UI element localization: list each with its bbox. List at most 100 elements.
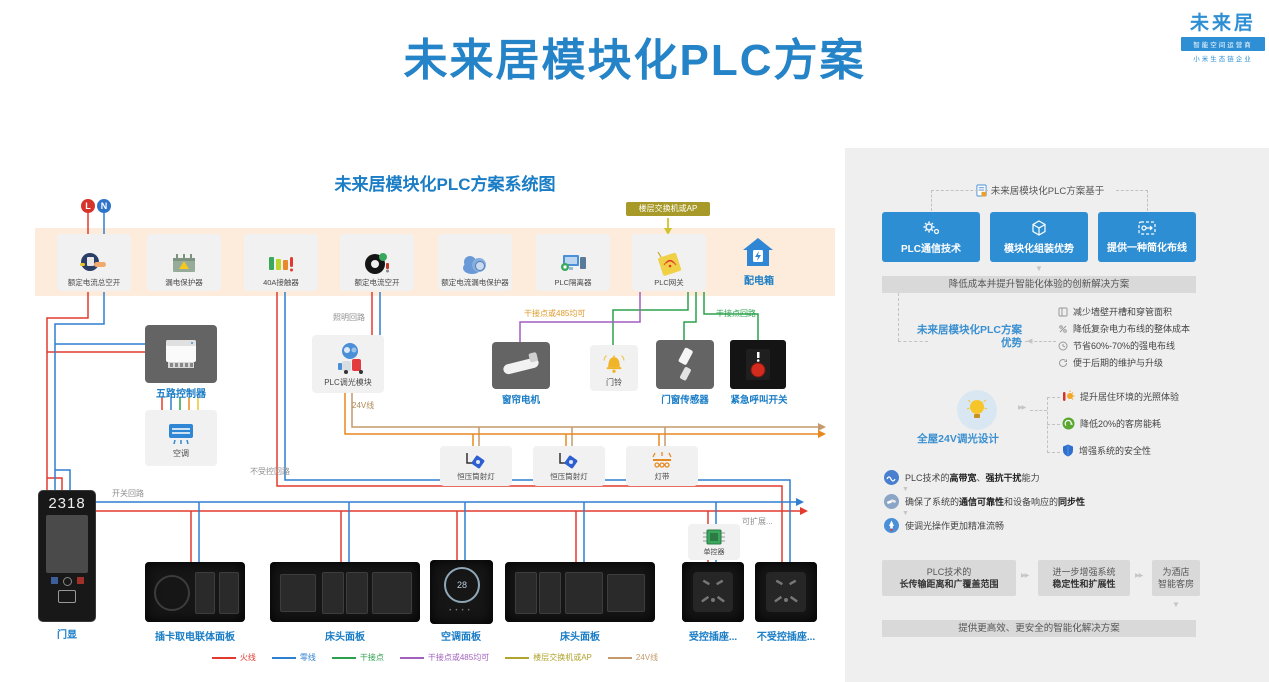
- shield-icon: [1063, 444, 1073, 457]
- plc-dimmer-module: PLC调光模块: [312, 335, 384, 393]
- uncontrolled-loop-label: 不受控回路: [250, 467, 290, 476]
- curtain-motor-label: 窗帘电机: [501, 395, 540, 406]
- device-plc-gateway: PLC网关: [632, 234, 706, 291]
- uncontrolled-socket-label: 不受控插座...: [756, 632, 816, 643]
- light-strip-icon: [652, 451, 672, 468]
- plc-point: PLC技术的高带宽、强抗干扰能力: [884, 470, 1040, 485]
- bedside-panel-1: [270, 562, 420, 622]
- diagram-title: 未来居模块化PLC方案系统图: [334, 175, 556, 194]
- door-display-label: 门显: [57, 630, 77, 641]
- dimming-title: 全屋24V调光设计: [917, 433, 999, 445]
- flow-box-2: 进一步增强系统稳定性和扩展性: [1038, 560, 1130, 596]
- device-plc-isolator: PLC隔离器: [536, 234, 610, 291]
- downlight-icon: [559, 452, 578, 468]
- card-power-panel-label: 插卡取电联体面板: [155, 632, 235, 643]
- dimming-item: 降低20%的客房能耗: [1062, 417, 1161, 430]
- distribution-box-icon: [740, 236, 776, 273]
- plc-point: 使调光操作更加精准流畅: [884, 518, 1004, 533]
- advantage-item: 降低复杂电力布线的整体成本: [1058, 322, 1190, 335]
- downlight-1: 恒压筒射灯: [440, 446, 512, 486]
- dry-485-label: 干接点或485均可: [524, 309, 586, 318]
- pillar-label: 提供一种简化布线: [1107, 242, 1187, 254]
- down-arrow-icon: ▼: [902, 486, 909, 493]
- legend-live: 火线: [211, 652, 256, 663]
- controlled-socket: [682, 562, 744, 622]
- logo-badge: 智能空间运营商: [1181, 37, 1265, 51]
- pillar-simplified-wiring: 提供一种简化布线: [1098, 212, 1196, 262]
- expandable-label: 可扩展...: [742, 517, 773, 526]
- lighting-loop-label: 照明回路: [333, 313, 365, 322]
- door-display: 2318: [38, 490, 96, 622]
- downlight-icon: [466, 452, 485, 468]
- advantage-item: 减少墙壁开槽和穿管面积: [1058, 305, 1172, 318]
- right-arrow-icon: ▶▶: [1021, 573, 1029, 579]
- emergency-call-icon: [746, 348, 770, 380]
- air-conditioner-icon: [169, 423, 193, 444]
- percent-icon: [1059, 324, 1067, 333]
- wire-legend: 火线 零线 干接点 干接点或485均可 楼层交换机或AP 24V线: [35, 652, 835, 663]
- door-display-screen: [46, 515, 88, 573]
- panel-header: 未来居模块化PLC方案基于: [845, 183, 1235, 197]
- plc-dimmer-icon: [338, 342, 363, 374]
- handshake-icon: [884, 494, 899, 509]
- dry-loop-label: 干接点回路: [716, 309, 756, 318]
- single-controller: 单控器: [688, 524, 740, 560]
- doorbell-icon: [603, 354, 625, 373]
- controller-chip-icon: [703, 529, 725, 545]
- legend-dry-485: 干接点或485均可: [399, 652, 489, 663]
- device-main-breaker: 额定电流总空开: [57, 234, 131, 291]
- breaker-icon: [365, 253, 389, 274]
- single-controller-label: 单控器: [703, 549, 725, 556]
- plc-dimmer-label: PLC调光模块: [324, 377, 372, 387]
- dimming-item: 增强系统的安全性: [1062, 444, 1151, 457]
- air-conditioner-label: 空调: [173, 448, 189, 458]
- emergency-call-switch: [730, 340, 786, 389]
- curtain-motor: [492, 342, 550, 389]
- legend-neutral: 零线: [271, 652, 316, 663]
- footer-bar: 提供更高效、更安全的智能化解决方案: [882, 620, 1196, 637]
- light-strip-label: 灯带: [654, 471, 670, 481]
- wiring-icon: [1138, 220, 1156, 235]
- bedside-panel-2: [505, 562, 655, 622]
- door-window-sensor: [656, 340, 714, 389]
- legend-dry-contact: 干接点: [331, 652, 384, 663]
- ac-panel-display: 28: [444, 567, 480, 603]
- downlight-2: 恒压筒射灯: [533, 446, 605, 486]
- plc-gateway-icon: [657, 251, 682, 276]
- rocket-icon: [884, 518, 899, 533]
- card-power-panel: [145, 562, 245, 622]
- legend-switch-ap: 楼层交换机或AP: [505, 652, 592, 663]
- cloud-protector-icon: [463, 256, 486, 274]
- light-experience-icon: [1063, 390, 1075, 401]
- advantage-item: 节省60%-70%的强电布线: [1058, 339, 1175, 352]
- light-strip: 灯带: [626, 446, 698, 486]
- door-window-sensor-icon: [678, 347, 693, 380]
- down-arrow-icon: ▼: [902, 510, 909, 517]
- v24-wire-label: 24V线: [352, 401, 375, 410]
- right-arrow-icon: ▶▶: [1135, 573, 1143, 579]
- left-arrow-icon: ◀: [1027, 338, 1032, 345]
- energy-saving-icon: [1062, 417, 1075, 430]
- five-way-controller-label: 五路控制器: [156, 389, 206, 400]
- downlight-label: 恒压筒射灯: [550, 471, 588, 481]
- room-number: 2318: [48, 495, 86, 512]
- device-breaker: 额定电流空开: [340, 234, 414, 291]
- ac-panel-label: 空调面板: [441, 632, 481, 643]
- device-leakage-protector: 漏电保护器: [147, 234, 221, 291]
- device-leakage-breaker: 额定电流漏电保护器: [438, 234, 512, 291]
- neutral-wire-marker: N: [97, 199, 111, 213]
- downlight-label: 恒压筒射灯: [457, 471, 495, 481]
- distribution-box-label: 配电箱: [744, 276, 774, 287]
- bedside-panel-2-label: 床头面板: [560, 632, 600, 643]
- main-breaker-icon: [80, 253, 106, 271]
- bulb-icon: [957, 390, 997, 430]
- door-window-sensor-label: 门窗传感器: [661, 395, 709, 406]
- pillar-label: PLC通信技术: [901, 243, 961, 255]
- bandwidth-icon: [884, 470, 899, 485]
- device-label: 40A接触器: [263, 278, 299, 287]
- plc-isolator-icon: [561, 255, 586, 271]
- logo-name: 未来居: [1189, 13, 1256, 34]
- pillar-label: 模块化组装优势: [1004, 243, 1074, 255]
- gear-icon: [923, 221, 940, 234]
- cube-icon: [1032, 219, 1046, 236]
